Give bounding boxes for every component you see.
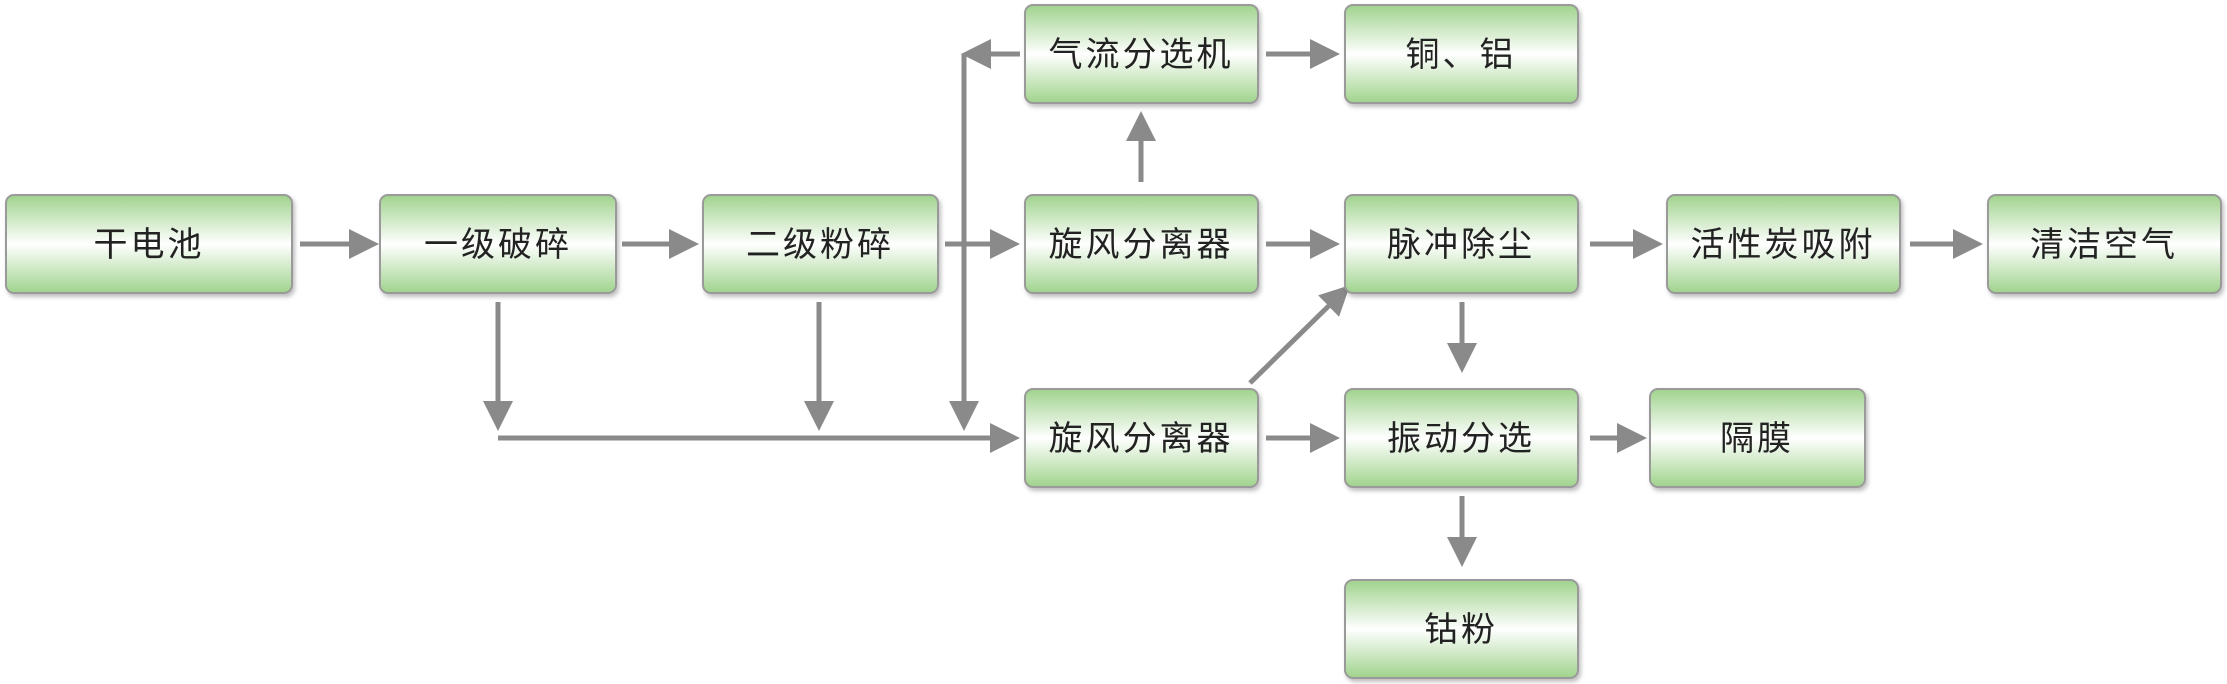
node-vibration-sorting: 振动分选	[1344, 388, 1579, 488]
node-cyclone-separator-upper: 旋风分离器	[1024, 194, 1259, 294]
node-pulse-dust-removal: 脉冲除尘	[1344, 194, 1579, 294]
node-dry-battery: 干电池	[5, 194, 293, 294]
node-dry-battery-label: 干电池	[94, 225, 205, 265]
node-pulse-dust-removal-label: 脉冲除尘	[1387, 225, 1535, 265]
node-copper-aluminum: 铜、铝	[1344, 4, 1579, 104]
node-vibration-sorting-label: 振动分选	[1387, 419, 1535, 459]
flow-arrows	[300, 39, 1984, 568]
node-cyclone-separator-lower-label: 旋风分离器	[1049, 419, 1234, 459]
node-primary-crushing-label: 一级破碎	[424, 225, 572, 265]
node-air-classifier-label: 气流分选机	[1049, 35, 1234, 75]
node-separator-film: 隔膜	[1649, 388, 1866, 488]
arrow-cyclone-lower-to-pulse-diagonal	[1248, 285, 1351, 385]
node-primary-crushing: 一级破碎	[379, 194, 617, 294]
node-copper-aluminum-label: 铜、铝	[1406, 35, 1517, 75]
node-clean-air-label: 清洁空气	[2030, 225, 2178, 265]
node-cyclone-separator-lower: 旋风分离器	[1024, 388, 1259, 488]
node-cobalt-powder-label: 钴粉	[1424, 610, 1498, 650]
node-activated-carbon-adsorption: 活性炭吸附	[1666, 194, 1901, 294]
node-cobalt-powder: 钴粉	[1344, 579, 1579, 679]
node-air-classifier: 气流分选机	[1024, 4, 1259, 104]
node-separator-film-label: 隔膜	[1720, 419, 1794, 459]
node-clean-air: 清洁空气	[1987, 194, 2222, 294]
node-cyclone-separator-upper-label: 旋风分离器	[1049, 225, 1234, 265]
node-secondary-grinding-label: 二级粉碎	[746, 225, 894, 265]
node-secondary-grinding: 二级粉碎	[702, 194, 939, 294]
node-activated-carbon-adsorption-label: 活性炭吸附	[1691, 225, 1876, 265]
